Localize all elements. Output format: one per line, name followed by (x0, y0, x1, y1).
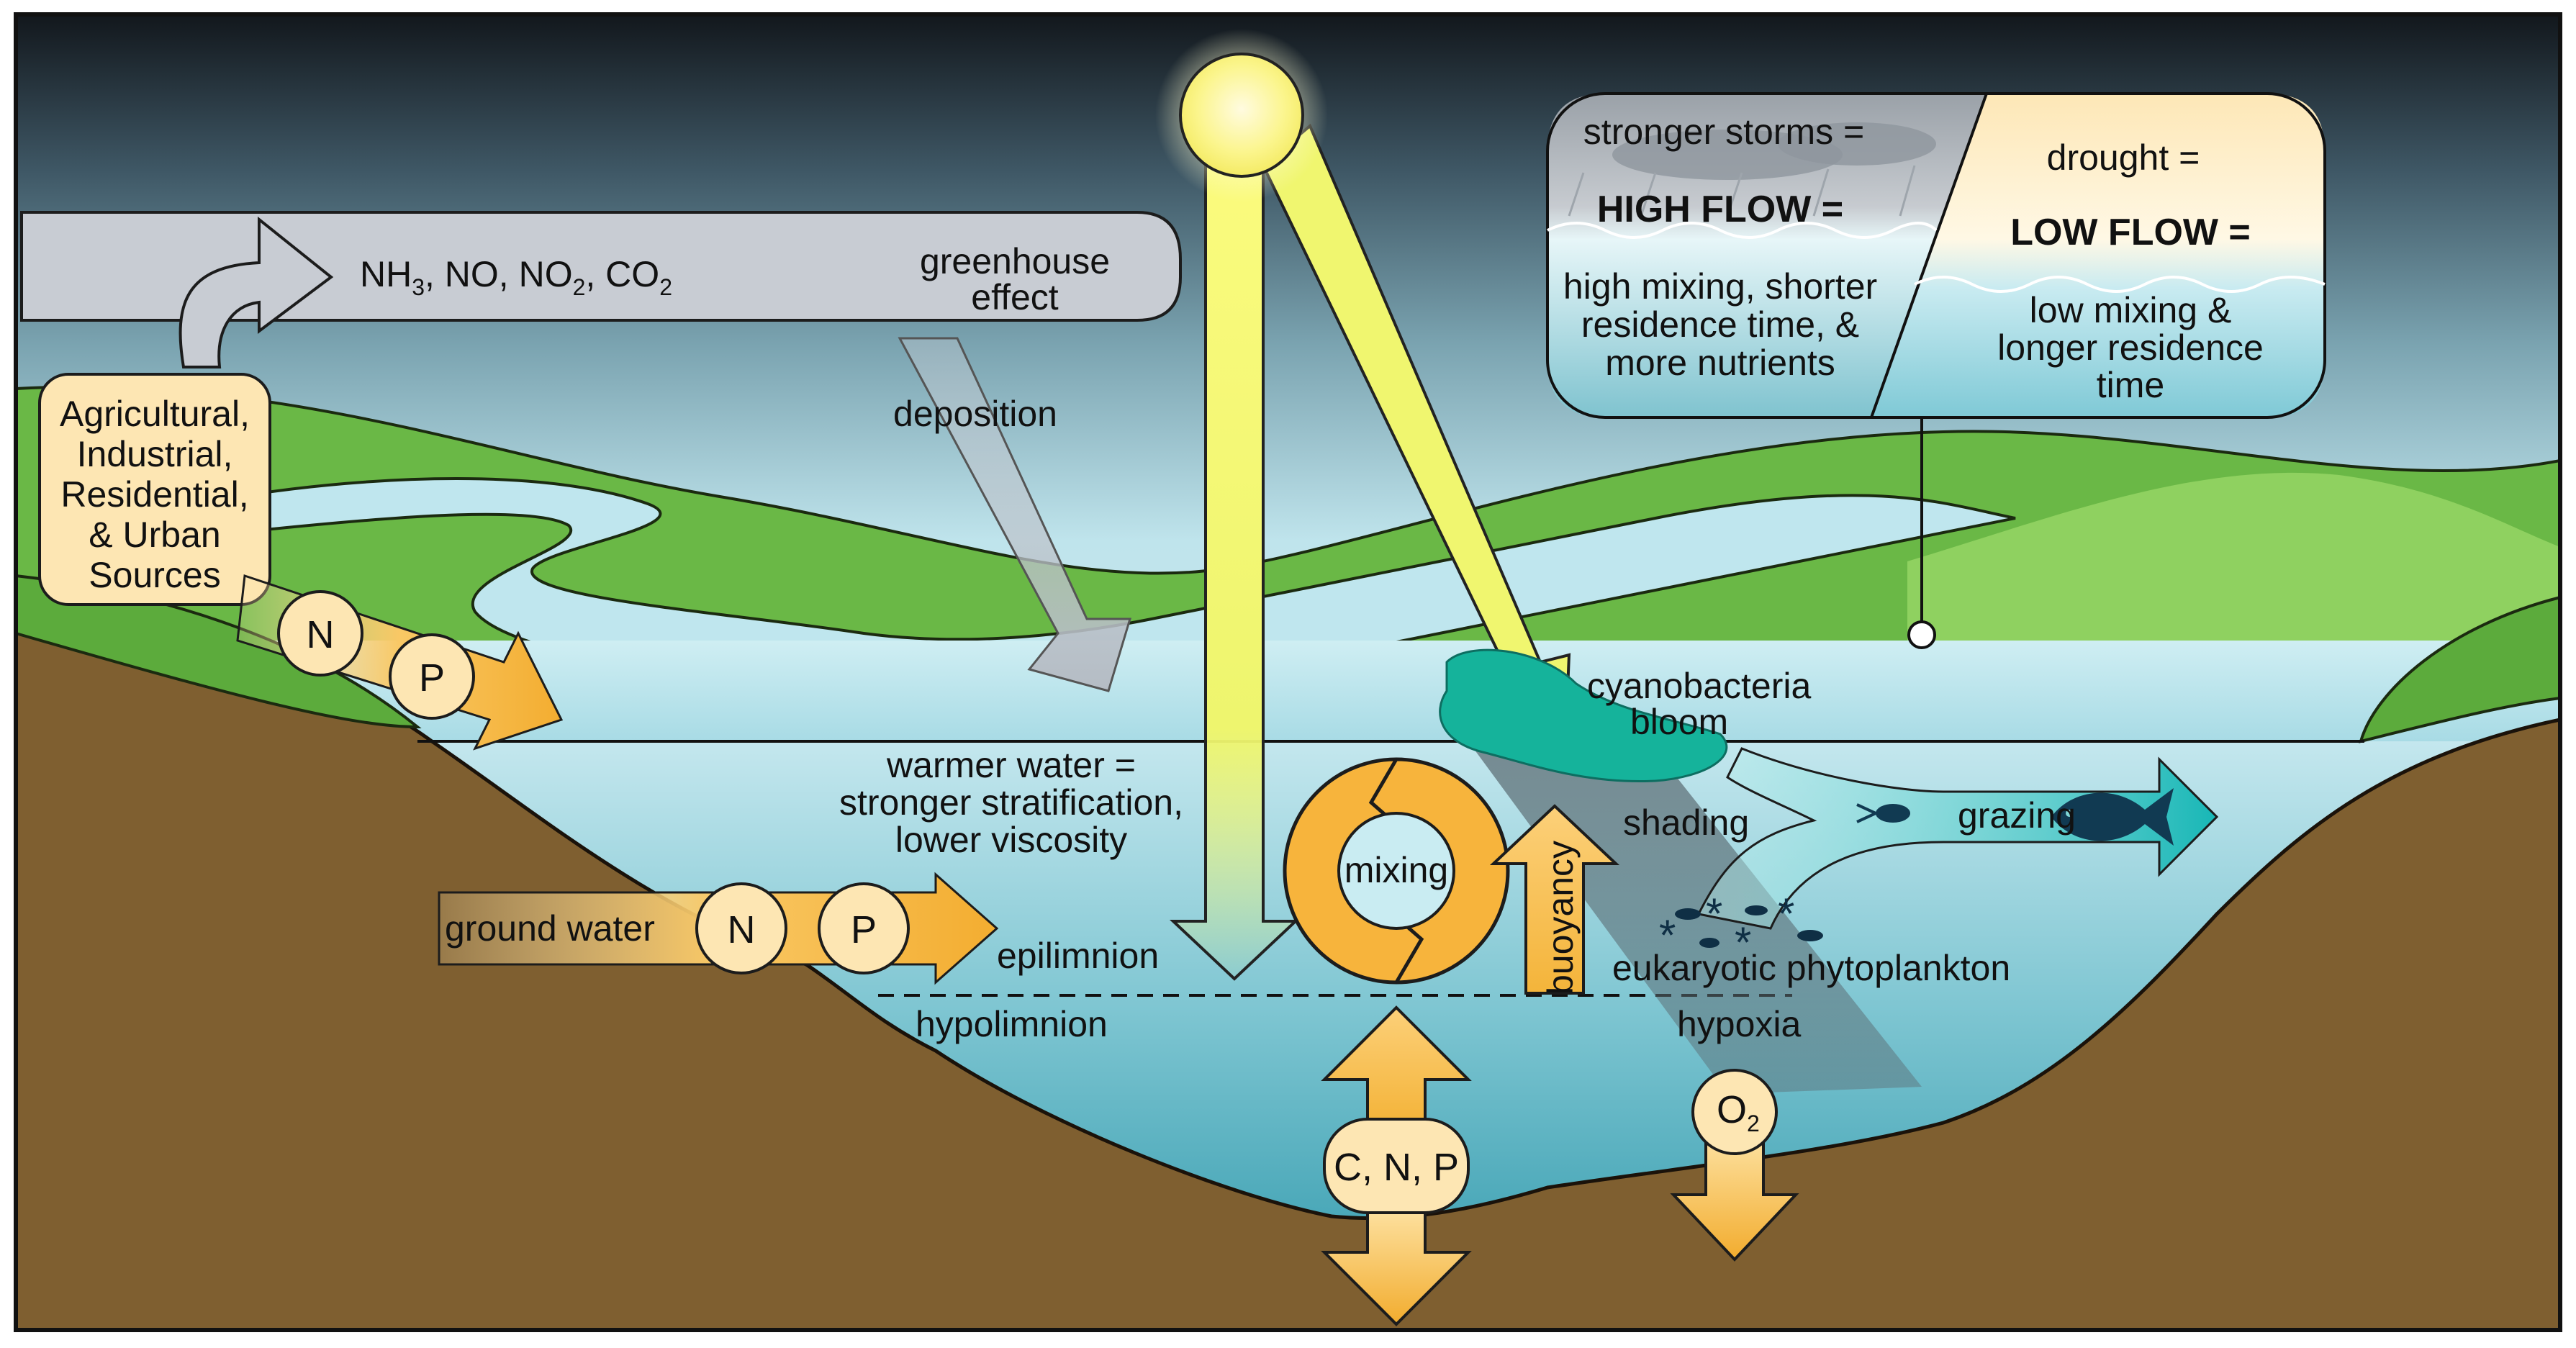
sun-icon (1179, 53, 1304, 178)
emissions-nh-sub: 3 (412, 274, 425, 300)
deposition-arrow (898, 337, 1132, 692)
greenhouse-label-1: greenhouse (920, 241, 1110, 281)
oxygen-sub: 2 (1747, 1110, 1760, 1136)
oxygen-circle (1691, 1069, 1778, 1155)
cyanobacteria-label-1: cyanobacteria (1587, 666, 1811, 706)
groundwater-n-circle (695, 882, 787, 974)
warmer-water-line2: stronger stratification, (839, 782, 1183, 823)
zooplankton-icon (1856, 803, 1910, 823)
emissions-no2-sub: 2 (573, 274, 586, 300)
callout-wave-left (1547, 222, 1938, 239)
callout-low-desc-3: time (2097, 365, 2164, 405)
cyanobacteria-bloom (1439, 648, 1728, 783)
callout-low-desc-2: longer residence (1997, 327, 2264, 368)
emissions-label: NH3, NO, NO2, CO2 (360, 254, 672, 300)
sources-label-4: & Urban (89, 515, 220, 555)
river (236, 477, 2016, 687)
phytoplankton-icon: * * * * (1659, 890, 1823, 967)
emissions-nh: NH (360, 254, 412, 294)
phyto-cell-2 (1745, 905, 1768, 915)
grazing-arrow (1696, 747, 2219, 930)
phyto-cell-3 (1797, 930, 1823, 941)
emissions-source-arrow (178, 216, 334, 368)
phyto-star-2: * (1706, 890, 1722, 938)
cyanobacteria-label-2: bloom (1630, 702, 1728, 742)
sources-label-2: Industrial, (77, 434, 233, 474)
callout-high-flow: HIGH FLOW = (1597, 189, 1843, 230)
warmer-water-line3: lower viscosity (895, 820, 1127, 860)
eukaryotic-label: eukaryotic phytoplankton (1612, 948, 2010, 988)
runoff-n-label: N (307, 613, 335, 656)
groundwater-p-label: P (851, 908, 877, 951)
oxygen-arrow (1670, 1136, 1799, 1262)
mixing-label: mixing (1345, 850, 1448, 890)
sources-box (38, 373, 271, 606)
callout-high-desc-3: more nutrients (1605, 343, 1835, 383)
runoff-p-circle (389, 633, 475, 720)
callout-high-desc-2: residence time, & (1581, 304, 1859, 345)
runoff-n-circle (277, 590, 363, 677)
callout-storms: stronger storms = (1583, 112, 1864, 152)
callout-pointer-dot (1907, 620, 1936, 649)
fish-icon (2051, 788, 2174, 846)
callout-low-flow: LOW FLOW = (2010, 212, 2251, 253)
grazing-label: grazing (1958, 795, 2076, 836)
callout-drought: drought = (2047, 137, 2200, 178)
hypolimnion-label: hypolimnion (916, 1004, 1108, 1044)
hypoxia-label: hypoxia (1677, 1004, 1802, 1044)
phyto-star-4: * (1735, 918, 1751, 967)
sunlight-vertical-beam (1169, 143, 1300, 981)
warmer-water-line1: warmer water = (886, 745, 1136, 785)
emissions-co2-sub: 2 (659, 274, 672, 300)
deposition-label: deposition (893, 394, 1057, 434)
emissions-no: , NO, NO (425, 254, 573, 294)
oxygen-o: O (1717, 1088, 1747, 1131)
emissions-co: , CO (585, 254, 659, 294)
cnp-down-arrow (1321, 1208, 1472, 1326)
callout-high-desc-1: high mixing, shorter (1563, 266, 1877, 307)
phyto-star-1: * (1659, 911, 1676, 959)
phyto-cell-4 (1699, 938, 1719, 948)
sources-label-3: Residential, (60, 474, 248, 515)
epilimnion-label: epilimnion (997, 936, 1159, 976)
buoyancy-arrow (1489, 804, 1620, 995)
groundwater-n-label: N (728, 908, 756, 951)
shading-label: shading (1623, 802, 1749, 843)
callout-frame (1546, 92, 2326, 419)
callout-low-desc-1: low mixing & (2030, 290, 2232, 330)
oxygen-label: O2 (1717, 1088, 1760, 1136)
cnp-label: C, N, P (1334, 1146, 1459, 1189)
phyto-star-3: * (1778, 890, 1794, 938)
phyto-cell-1 (1675, 908, 1701, 920)
mixing-ring-center (1337, 812, 1455, 930)
greenhouse-label-2: effect (971, 277, 1058, 317)
cnp-pill (1323, 1118, 1470, 1214)
ground-water-label: ground water (445, 908, 655, 949)
sources-label-5: Sources (89, 555, 220, 595)
groundwater-p-circle (818, 882, 910, 974)
callout-low-flow-panel (1871, 94, 2325, 417)
buoyancy-label: buoyancy (1540, 841, 1581, 995)
cloud-icon (1568, 122, 1936, 217)
runoff-p-label: P (419, 656, 445, 700)
diagram-border (14, 12, 2562, 1332)
callout-wave-right (1914, 276, 2326, 293)
callout-divider (1870, 93, 1988, 418)
lake-basin-soil (14, 602, 2562, 1332)
sources-label-1: Agricultural, (60, 394, 250, 434)
